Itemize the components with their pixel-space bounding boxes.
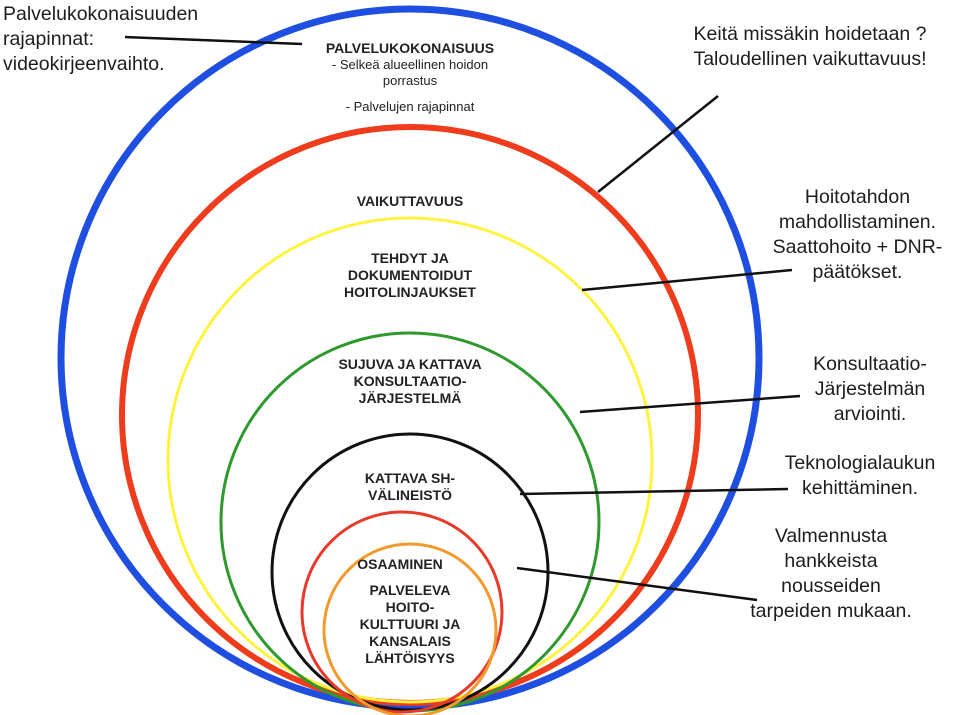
- red-ring-title: VAIKUTTAVUUS: [356, 193, 464, 209]
- note-line: Valmennusta: [774, 525, 888, 547]
- note-line: kehittäminen.: [802, 477, 918, 499]
- top-left-note: Palvelukokonaisuuden rajapinnat: videoki…: [3, 2, 198, 77]
- yellow-ring-line: TEHDYT JA: [371, 250, 449, 266]
- yellow-ring-line: DOKUMENTOIDUT: [347, 267, 473, 283]
- note-line: päätökset.: [812, 261, 903, 283]
- note-line: Järjestelmän: [814, 378, 926, 400]
- top-left-note-line: videokirjeenvaihto.: [3, 53, 165, 75]
- note-line: Konsultaatio-: [813, 353, 927, 375]
- note-line: mahdollistaminen.: [778, 211, 937, 233]
- note-line: nousseiden: [781, 575, 881, 597]
- black-ring-line: VÄLINEISTÖ: [367, 487, 452, 503]
- blue-ring-title: PALVELUKOKONAISUUS: [325, 40, 495, 56]
- note-taloudellinen: Keitä missäkin hoidetaan ? Taloudellinen…: [660, 22, 960, 72]
- ring-orange-hoitokulttuuri: [322, 542, 498, 715]
- ring-inner-red-osaaminen: [300, 510, 504, 714]
- orange-ring-label: PALVELEVA HOITO- KULTTUURI JA KANSALAIS …: [320, 582, 500, 667]
- green-ring-line: SUJUVA JA KATTAVA: [338, 356, 482, 372]
- note-konsultaatio: Konsultaatio- Järjestelmän arviointi.: [780, 352, 960, 427]
- blue-ring-sub: - Selkeä alueellinen hoidon: [331, 57, 489, 72]
- ring-blue-palvelukokonaisuus: [57, 5, 763, 711]
- orange-ring-line: KANSALAIS: [369, 633, 451, 649]
- top-left-note-line: Palvelukokonaisuuden: [3, 3, 199, 25]
- note-line: hankkeista: [784, 550, 878, 572]
- orange-ring-line: KULTTUURI JA: [359, 616, 461, 632]
- note-valmennus: Valmennusta hankkeista nousseiden tarpei…: [722, 524, 940, 624]
- note-line: tarpeiden mukaan.: [750, 600, 912, 622]
- note-line: arviointi.: [833, 403, 907, 425]
- yellow-ring-line: HOITOLINJAUKSET: [344, 284, 476, 300]
- yellow-ring-label: TEHDYT JA DOKUMENTOIDUT HOITOLINJAUKSET: [310, 250, 510, 301]
- connector-teknologialaukku: [519, 487, 789, 496]
- note-line: Teknologialaukun: [784, 452, 936, 474]
- connector-top-left-note: [124, 35, 303, 46]
- note-line: Taloudellinen vaikuttavuus!: [693, 48, 927, 70]
- note-line: Keitä missäkin hoidetaan ?: [693, 23, 927, 45]
- green-ring-label: SUJUVA JA KATTAVA KONSULTAATIO- JÄRJESTE…: [300, 356, 520, 407]
- blue-ring-sub: - Palvelujen rajapinnat: [345, 99, 475, 114]
- note-line: Saattohoito + DNR-: [772, 236, 943, 258]
- note-hoitotahdon: Hoitotahdon mahdollistaminen. Saattohoit…: [755, 185, 960, 285]
- orange-ring-line: PALVELEVA: [369, 582, 451, 598]
- blue-ring-label: PALVELUKOKONAISUUS - Selkeä alueellinen …: [300, 40, 520, 115]
- note-teknologialaukku: Teknologialaukun kehittäminen.: [760, 451, 960, 501]
- green-ring-line: KONSULTAATIO-: [353, 373, 467, 389]
- connector-valmennus: [516, 566, 758, 602]
- note-line: Hoitotahdon: [804, 186, 911, 208]
- black-ring-label: KATTAVA SH- VÄLINEISTÖ: [310, 470, 510, 504]
- blue-ring-sub: porrastus: [382, 73, 438, 88]
- orange-ring-line: LÄHTÖISYYS: [365, 650, 455, 666]
- ring-yellow-hoitolinjaukset: [166, 216, 654, 704]
- orange-ring-line: HOITO-: [385, 599, 435, 615]
- connector-hoitotahdon: [581, 268, 793, 292]
- connector-taloudellinen: [597, 95, 719, 193]
- inner-red-ring-title: OSAAMINEN: [357, 556, 443, 572]
- black-ring-line: KATTAVA SH-: [364, 470, 456, 486]
- top-left-note-line: rajapinnat:: [3, 28, 95, 50]
- connector-konsultaatio: [579, 394, 801, 414]
- green-ring-line: JÄRJESTELMÄ: [358, 390, 462, 406]
